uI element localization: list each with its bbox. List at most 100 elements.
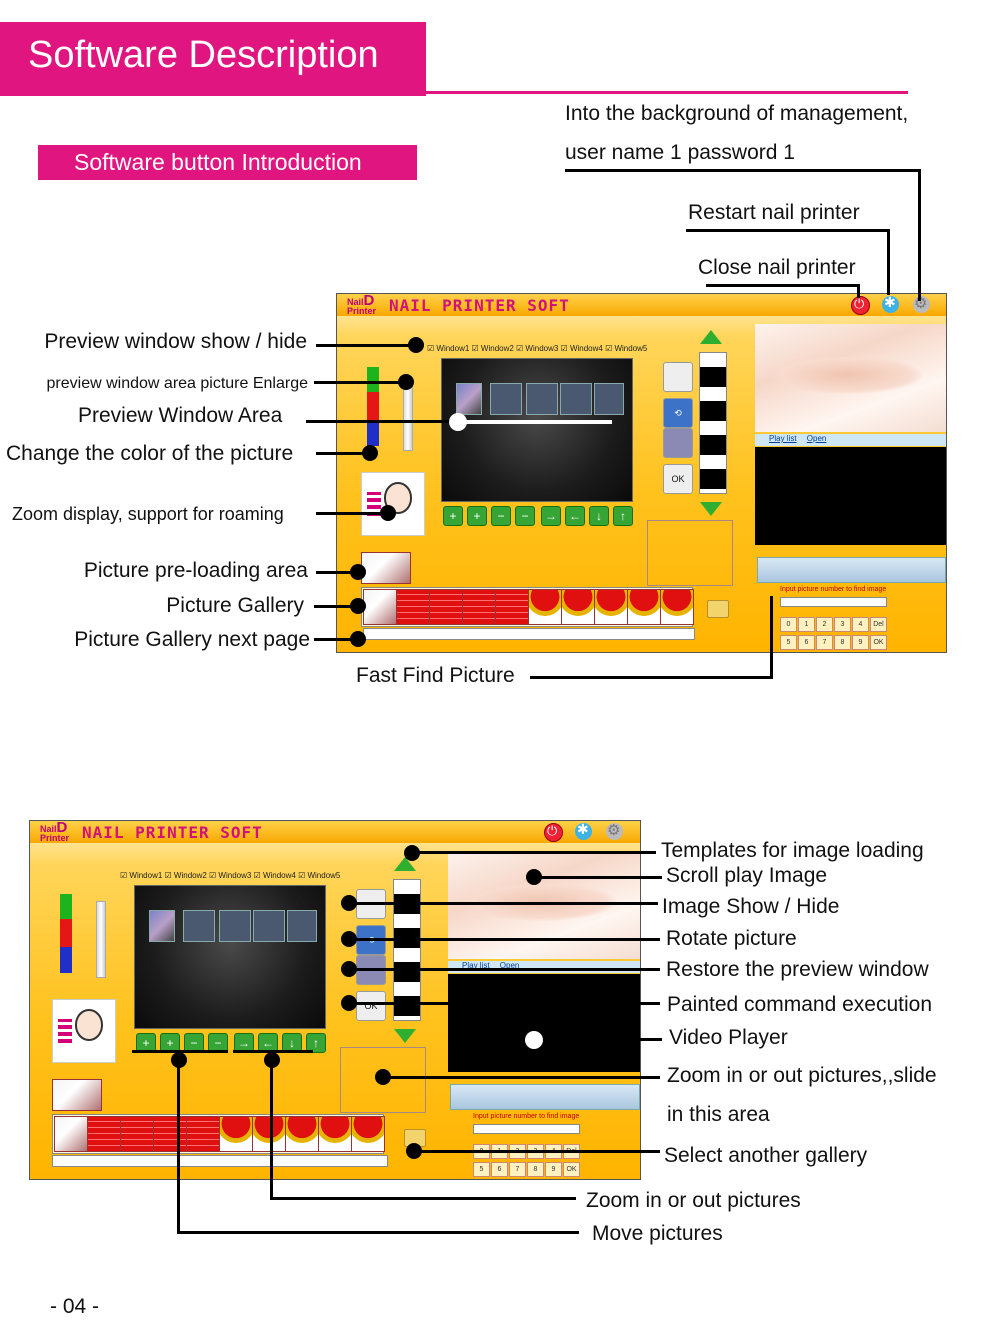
arrow-left-icon[interactable]: ← bbox=[565, 506, 585, 526]
zoom-in-icon[interactable]: + bbox=[467, 506, 487, 526]
zoom-in-icon[interactable]: + bbox=[160, 1033, 180, 1053]
restart-icon[interactable] bbox=[882, 294, 899, 313]
restart-icon[interactable] bbox=[575, 821, 592, 840]
gallery-item[interactable] bbox=[120, 1116, 154, 1152]
arrow-up-icon[interactable]: ↑ bbox=[306, 1033, 326, 1053]
gallery-item[interactable] bbox=[186, 1116, 220, 1152]
gallery-item[interactable] bbox=[219, 1116, 253, 1152]
ok-button[interactable]: OK bbox=[663, 464, 693, 494]
gear-icon[interactable] bbox=[606, 821, 623, 840]
playlist-bar[interactable]: Play list Open bbox=[448, 961, 640, 973]
gallery-item[interactable] bbox=[561, 589, 595, 625]
template-strip[interactable] bbox=[393, 879, 421, 1021]
template-up-icon[interactable] bbox=[700, 330, 722, 344]
gallery-item[interactable] bbox=[285, 1116, 319, 1152]
zoom-display-image[interactable] bbox=[52, 999, 116, 1063]
playlist-bar[interactable]: Play list Open bbox=[755, 434, 946, 446]
preload-image[interactable] bbox=[52, 1079, 102, 1111]
playlist-link[interactable]: Play list bbox=[769, 434, 797, 443]
arrow-down-icon[interactable]: ↓ bbox=[589, 506, 609, 526]
preview-thumb[interactable] bbox=[456, 383, 482, 415]
gallery-next-scrollbar[interactable] bbox=[52, 1155, 388, 1167]
enlarge-slider[interactable] bbox=[403, 384, 413, 451]
gallery-item[interactable] bbox=[594, 589, 628, 625]
zoom-slide-area[interactable] bbox=[647, 520, 733, 586]
player-controls[interactable] bbox=[450, 1084, 640, 1110]
playlist-link[interactable]: Play list bbox=[462, 961, 490, 970]
preview-thumb[interactable] bbox=[183, 910, 215, 942]
keypad-key[interactable]: 7 bbox=[509, 1162, 526, 1177]
window-checkboxes[interactable]: ☑ Window1 ☑ Window2 ☑ Window3 ☑ Window4 … bbox=[120, 871, 341, 880]
gear-icon[interactable] bbox=[913, 294, 930, 313]
template-strip[interactable] bbox=[699, 352, 727, 494]
preload-image[interactable] bbox=[361, 552, 411, 584]
keypad-key[interactable]: 6 bbox=[798, 635, 815, 650]
rotate-button[interactable]: ⟲ bbox=[663, 398, 693, 428]
preview-thumb[interactable] bbox=[560, 383, 592, 415]
video-player[interactable] bbox=[448, 974, 640, 1072]
preview-thumb[interactable] bbox=[490, 383, 522, 415]
arrow-right-icon[interactable]: → bbox=[234, 1033, 254, 1053]
keypad-key[interactable]: 0 bbox=[780, 617, 797, 632]
open-link[interactable]: Open bbox=[806, 434, 827, 443]
enlarge-slider[interactable] bbox=[96, 901, 106, 978]
preview-thumb[interactable] bbox=[594, 383, 624, 415]
video-player[interactable] bbox=[755, 447, 946, 545]
color-blue[interactable] bbox=[60, 947, 72, 973]
zoom-out-icon[interactable]: − bbox=[491, 506, 511, 526]
keypad-key[interactable]: Del bbox=[870, 617, 887, 632]
keypad-key[interactable]: 9 bbox=[852, 635, 869, 650]
color-green[interactable] bbox=[367, 367, 379, 392]
show-hide-image-button[interactable] bbox=[663, 362, 693, 392]
gallery-item[interactable] bbox=[660, 589, 694, 625]
gallery-item[interactable] bbox=[54, 1116, 88, 1152]
color-blue[interactable] bbox=[367, 420, 379, 446]
gallery-item[interactable] bbox=[351, 1116, 385, 1152]
gallery-item[interactable] bbox=[153, 1116, 187, 1152]
gallery-item[interactable] bbox=[429, 589, 463, 625]
preview-thumb[interactable] bbox=[219, 910, 251, 942]
find-input[interactable] bbox=[473, 1124, 580, 1134]
gallery-item[interactable] bbox=[627, 589, 661, 625]
preview-thumb[interactable] bbox=[253, 910, 285, 942]
open-link[interactable]: Open bbox=[499, 961, 520, 970]
keypad-key[interactable]: 8 bbox=[834, 635, 851, 650]
keypad-key[interactable]: 2 bbox=[816, 617, 833, 632]
color-red[interactable] bbox=[367, 392, 379, 420]
keypad-key[interactable]: 5 bbox=[473, 1162, 490, 1177]
zoom-slide-area[interactable] bbox=[340, 1047, 426, 1113]
preview-thumb[interactable] bbox=[149, 910, 175, 942]
gallery-item[interactable] bbox=[396, 589, 430, 625]
color-green[interactable] bbox=[60, 894, 72, 919]
gallery-item[interactable] bbox=[363, 589, 397, 625]
zoom-out-icon[interactable]: − bbox=[184, 1033, 204, 1053]
preview-thumb[interactable] bbox=[526, 383, 558, 415]
window-checkboxes[interactable]: ☑ Window1 ☑ Window2 ☑ Window3 ☑ Window4 … bbox=[427, 344, 648, 353]
arrow-up-icon[interactable]: ↑ bbox=[613, 506, 633, 526]
select-gallery-icon[interactable] bbox=[707, 600, 729, 618]
keypad-key[interactable]: 6 bbox=[491, 1162, 508, 1177]
find-input[interactable] bbox=[780, 597, 887, 607]
arrow-right-icon[interactable]: → bbox=[541, 506, 561, 526]
gallery-next-scrollbar[interactable] bbox=[363, 628, 695, 640]
gallery-item[interactable] bbox=[495, 589, 529, 625]
keypad-key[interactable]: 7 bbox=[816, 635, 833, 650]
restore-button[interactable] bbox=[663, 428, 693, 458]
preview-thumb[interactable] bbox=[287, 910, 317, 942]
keypad-key[interactable]: 9 bbox=[545, 1162, 562, 1177]
keypad-key[interactable]: OK bbox=[563, 1162, 580, 1177]
gallery-item[interactable] bbox=[318, 1116, 352, 1152]
keypad-key[interactable]: 3 bbox=[834, 617, 851, 632]
keypad-key[interactable]: 5 bbox=[780, 635, 797, 650]
keypad-key[interactable]: 1 bbox=[798, 617, 815, 632]
power-icon[interactable] bbox=[544, 823, 563, 842]
arrow-left-icon[interactable]: ← bbox=[258, 1033, 278, 1053]
zoom-display-image[interactable] bbox=[361, 472, 425, 536]
gallery-item[interactable] bbox=[462, 589, 496, 625]
keypad-key[interactable]: 4 bbox=[852, 617, 869, 632]
zoom-in-icon[interactable]: + bbox=[443, 506, 463, 526]
gallery-item[interactable] bbox=[528, 589, 562, 625]
power-icon[interactable] bbox=[851, 296, 870, 315]
template-down-icon[interactable] bbox=[700, 502, 722, 516]
keypad-key[interactable]: OK bbox=[870, 635, 887, 650]
